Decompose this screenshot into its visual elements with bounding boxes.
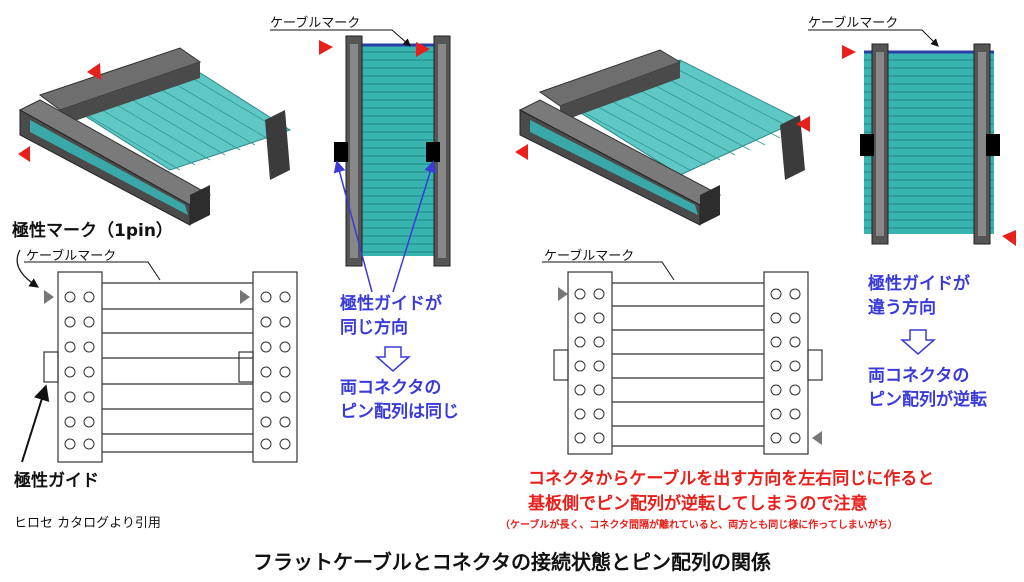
pin1-triangle-right-a <box>558 287 568 301</box>
right-guide-note-line2: 違う方向 <box>868 298 936 318</box>
polarity-guide-label: 極性ガイド <box>14 471 99 491</box>
left-result-line2: ピン配列は同じ <box>340 402 459 422</box>
left-schematic <box>43 271 298 463</box>
pin1-marker-right-top-a <box>842 45 856 59</box>
left-3d-assembly <box>18 47 292 226</box>
right-guide-note: 極性ガイドが 違う方向 <box>868 272 970 320</box>
right-schematic <box>553 271 823 455</box>
cable-mark-label-left-schematic: ケーブルマーク <box>26 249 117 264</box>
left-result-line1: 両コネクタの <box>340 378 442 398</box>
right-result-note: 両コネクタの ピン配列が逆転 <box>868 364 987 412</box>
pin1-marker-right-top-b <box>1002 230 1016 246</box>
pin1-marker-left-top-b <box>416 42 430 57</box>
pin1-marker-left-a <box>87 63 101 80</box>
left-top-view <box>334 35 451 267</box>
right-top-view <box>860 43 1000 245</box>
left-guide-note-line1: 極性ガイドが <box>340 294 442 314</box>
polarity-mark-label: 極性マーク（1pin） <box>12 221 173 241</box>
page-title: フラットケーブルとコネクタの接続状態とピン配列の関係 <box>253 550 771 574</box>
down-arrow-icon <box>900 329 936 355</box>
cable-mark-label-left-top: ケーブルマーク <box>270 16 361 31</box>
cable-mark-label-right-top: ケーブルマーク <box>808 16 899 31</box>
right-3d-assembly <box>518 49 805 226</box>
right-result-line1: 両コネクタの <box>868 366 970 386</box>
warning-line1: コネクタからケーブルを出す方向を左右同じに作ると <box>528 469 935 489</box>
left-guide-note-line2: 同じ方向 <box>340 318 408 338</box>
warning-note: （ケーブルが長く、コネクタ間隔が離れていると、両方とも同じ様に作ってしまいがち） <box>500 520 898 531</box>
pin1-marker-left-top-a <box>319 40 333 55</box>
pin1-triangle-right-b <box>812 431 822 445</box>
pin1-triangle-left-b <box>240 290 250 304</box>
cable-mark-label-right-schematic: ケーブルマーク <box>544 249 635 264</box>
pin1-triangle-left-a <box>44 290 54 304</box>
citation-label: ヒロセ カタログより引用 <box>14 516 161 531</box>
pin1-marker-right-b <box>796 116 810 132</box>
pin1-marker-right-a <box>515 144 528 160</box>
pin1-marker-left-b <box>18 146 30 162</box>
left-result-note: 両コネクタの ピン配列は同じ <box>340 376 459 424</box>
left-guide-note: 極性ガイドが 同じ方向 <box>340 292 442 340</box>
right-guide-note-line1: 極性ガイドが <box>868 274 970 294</box>
down-arrow-icon <box>375 346 411 372</box>
warning-line2: 基板側でピン配列が逆転してしまうので注意 <box>528 494 868 514</box>
right-result-line2: ピン配列が逆転 <box>868 390 987 410</box>
